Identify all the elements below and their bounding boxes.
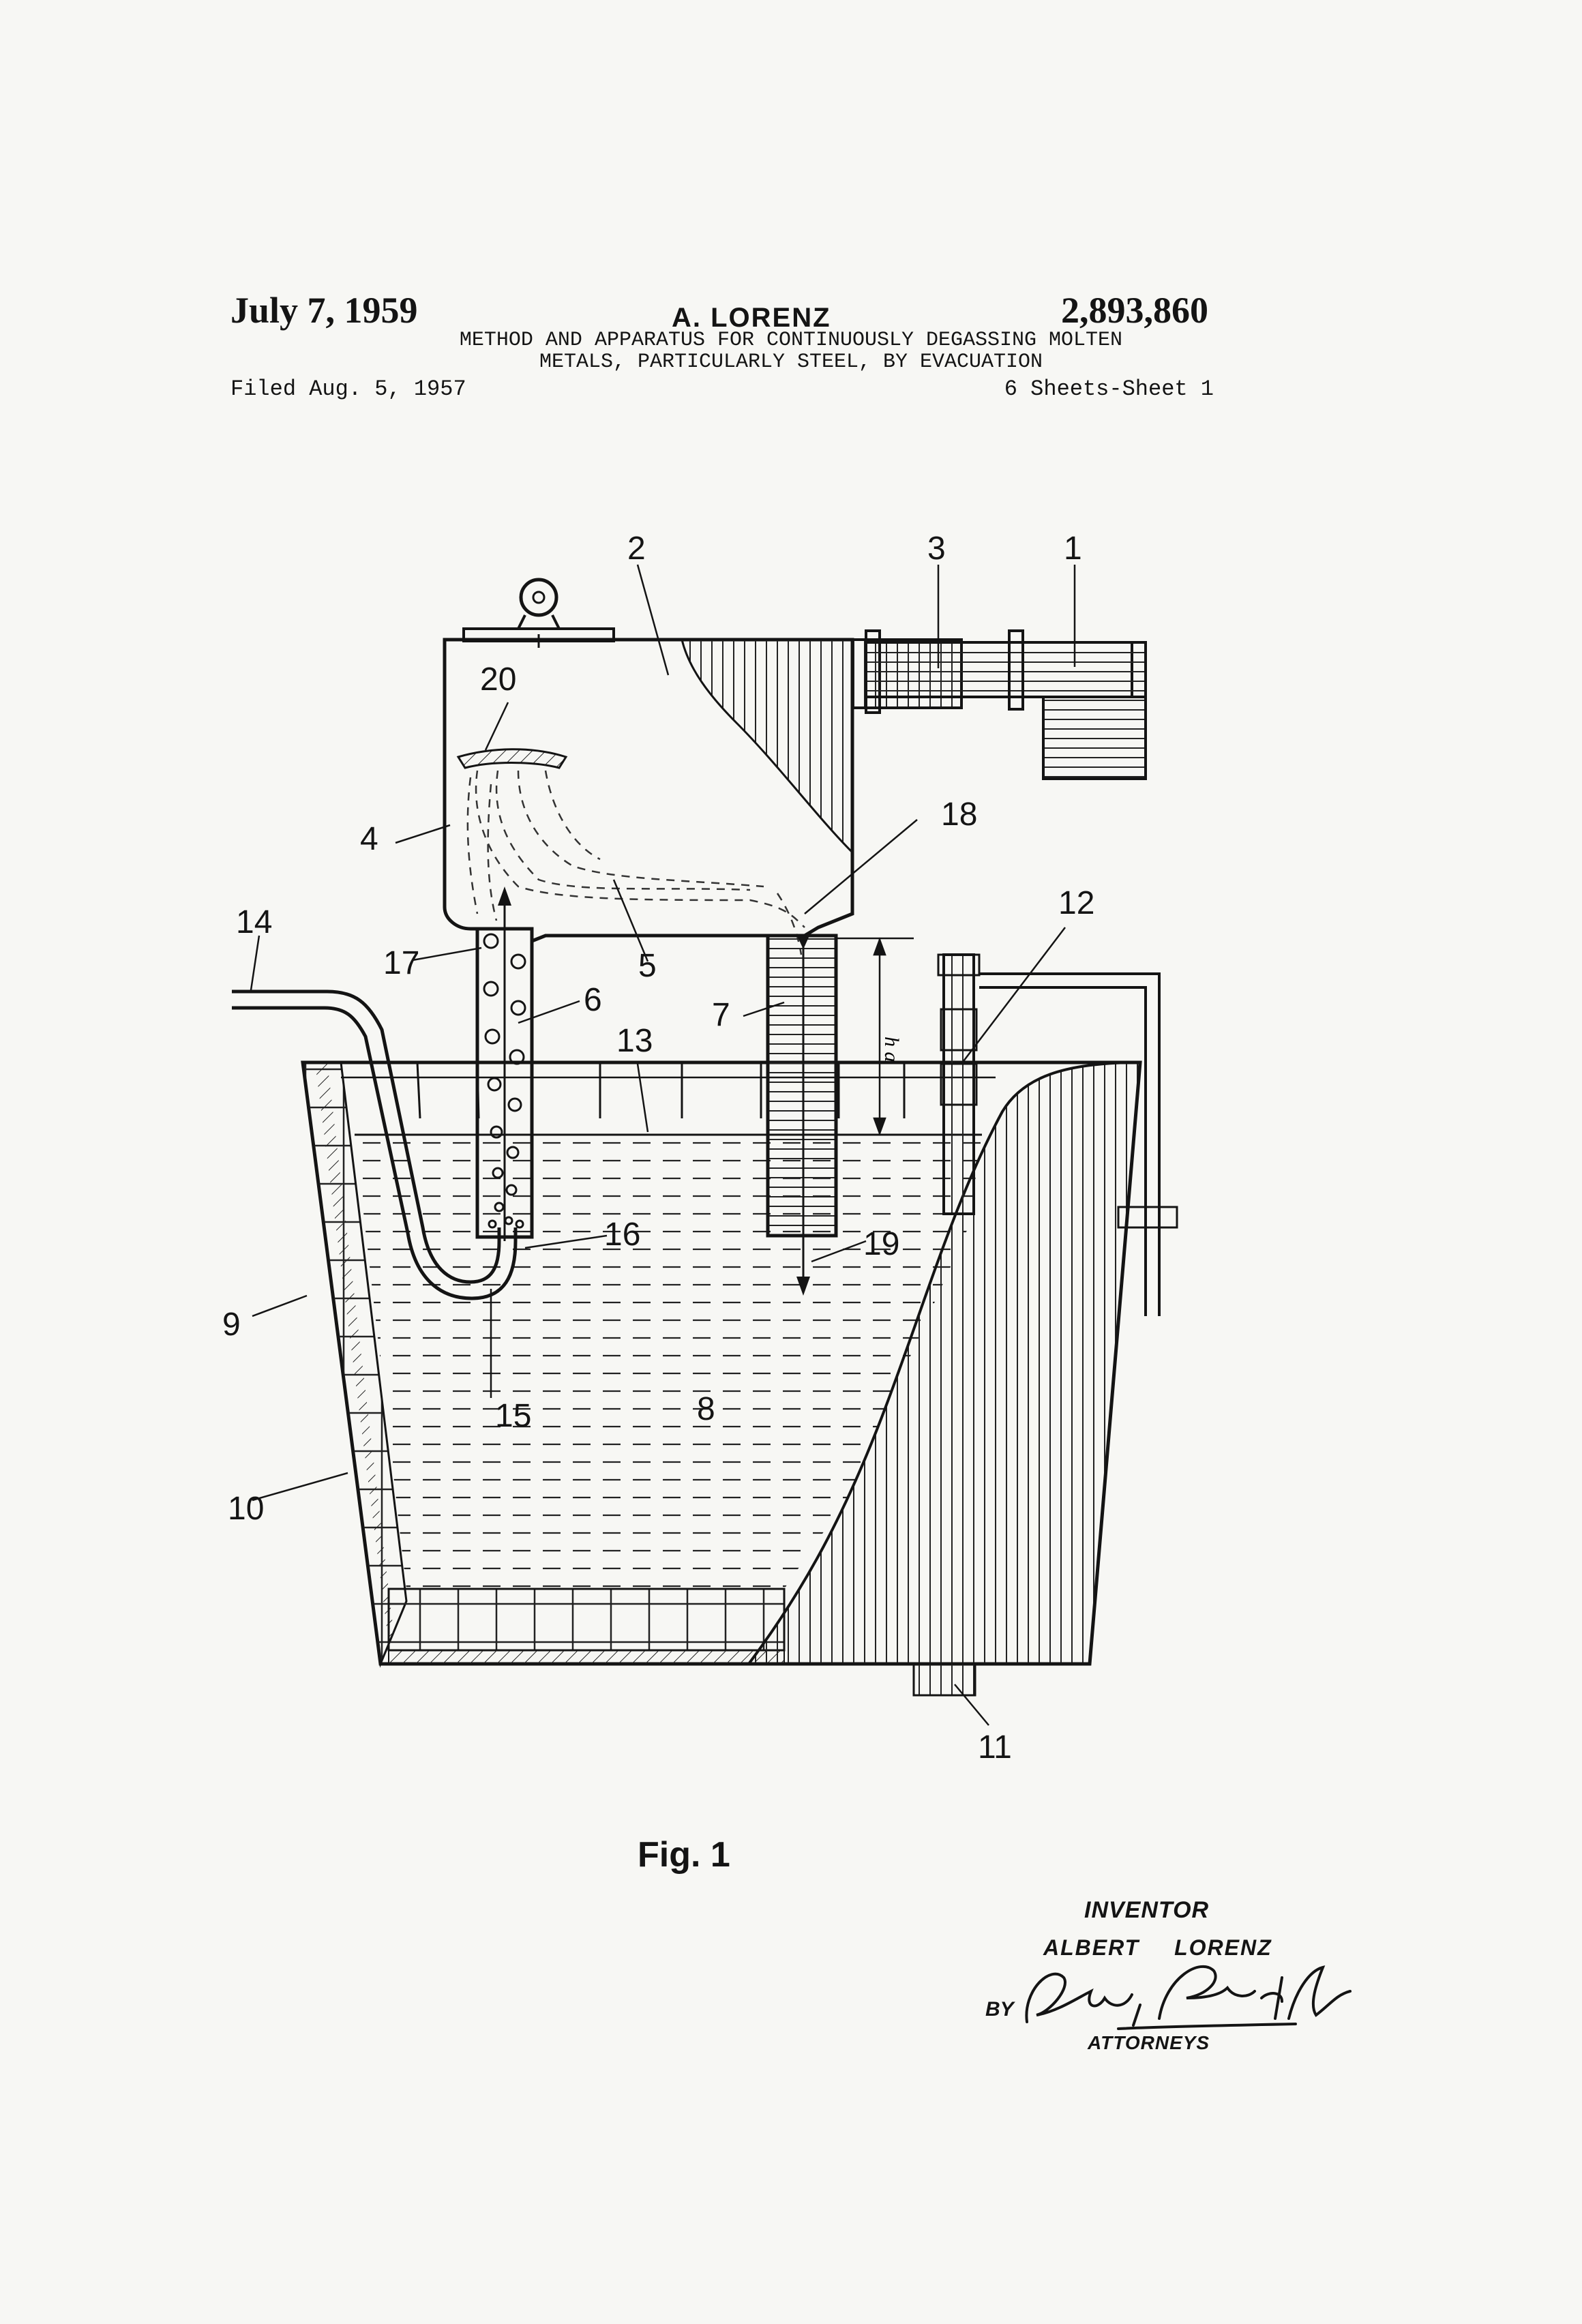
attorney-signature <box>1026 1967 1350 2029</box>
ref-9: 9 <box>222 1307 241 1343</box>
ref-6: 6 <box>584 982 602 1018</box>
ref-8: 8 <box>697 1391 715 1427</box>
ref-2: 2 <box>627 531 646 567</box>
ladle <box>303 1062 1140 1695</box>
height-dimension-label: h a <box>880 1037 903 1062</box>
ref-18: 18 <box>941 796 977 833</box>
inventor-name: ALBERT LORENZ <box>1043 1935 1272 1961</box>
ref-13: 13 <box>616 1023 653 1059</box>
attorneys-label: ATTORNEYS <box>1088 2032 1210 2054</box>
ref-4: 4 <box>360 821 378 857</box>
ref-20: 20 <box>480 661 516 698</box>
suction-line <box>852 631 1146 779</box>
inventor-title: INVENTOR <box>1084 1897 1209 1924</box>
ref-14: 14 <box>236 904 272 940</box>
ref-16: 16 <box>604 1217 640 1253</box>
ref-3: 3 <box>927 531 946 567</box>
by-label: BY <box>985 1998 1014 2021</box>
ref-17: 17 <box>383 945 419 981</box>
ref-7: 7 <box>712 997 730 1033</box>
figure-label: Fig. 1 <box>638 1834 730 1875</box>
ref-15: 15 <box>495 1398 531 1434</box>
ref-12: 12 <box>1058 885 1094 921</box>
ref-10: 10 <box>228 1491 264 1527</box>
ref-11: 11 <box>978 1729 1012 1766</box>
ref-1: 1 <box>1064 531 1082 567</box>
ref-5: 5 <box>638 948 657 984</box>
ref-19: 19 <box>863 1226 899 1262</box>
